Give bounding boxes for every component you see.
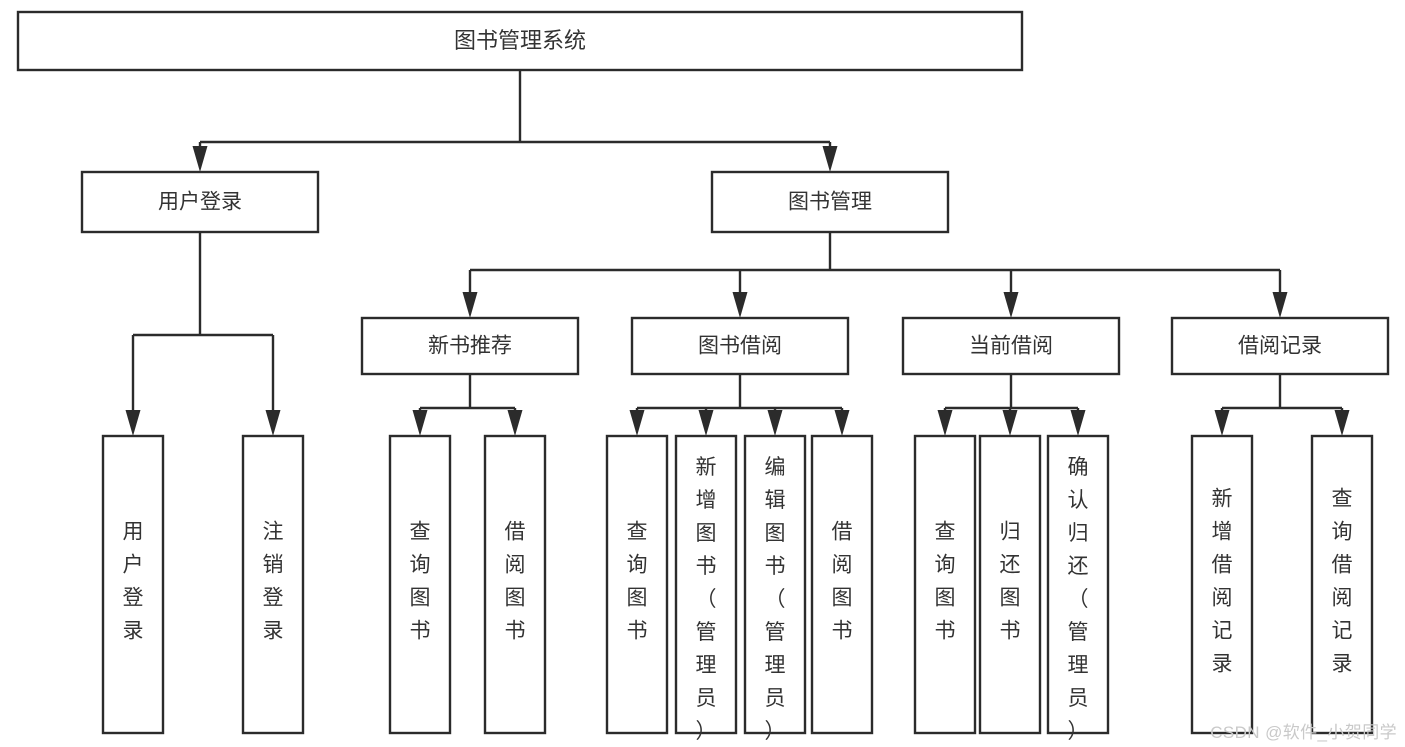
- arrow-head-icon: [1002, 410, 1018, 436]
- arrow-head-icon: [732, 292, 748, 318]
- arrow-head-icon: [1070, 410, 1086, 436]
- arrow-head-icon: [412, 410, 428, 436]
- leaf-g2-1-box[interactable]: [978, 434, 1042, 735]
- node-boxes-layer: 用户登录注销登录查询图书借阅图书查询图书新增图书（管理员）编辑图书（管理员）借阅…: [16, 10, 1390, 743]
- node-group-3-box[interactable]: [1170, 316, 1390, 376]
- leaf-g2-0-box[interactable]: [913, 434, 977, 735]
- root-node-box[interactable]: [16, 10, 1024, 72]
- leaf-user-login-1-label: 注销登录: [263, 521, 284, 643]
- node-group-1-box[interactable]: [630, 316, 850, 376]
- leaf-g2-0-label: 查询图书: [935, 521, 956, 643]
- arrow-head-icon: [698, 410, 714, 436]
- node-group-0-label: 新书推荐: [428, 335, 512, 358]
- leaf-user-login-0-box[interactable]: [101, 434, 165, 735]
- node-user-login-box[interactable]: [80, 170, 320, 234]
- node-group-0-box[interactable]: [360, 316, 580, 376]
- leaf-g0-1-label: 借阅图书: [505, 521, 526, 643]
- leaf-g1-3-label: 借阅图书: [832, 521, 853, 643]
- leaf-g2-1-label: 归还图书: [1000, 521, 1021, 643]
- arrow-head-icon: [834, 410, 850, 436]
- arrow-head-icon: [462, 292, 478, 318]
- arrow-head-icon: [125, 410, 141, 436]
- node-group-2-label: 当前借阅: [969, 335, 1053, 358]
- arrow-head-icon: [1214, 410, 1230, 436]
- node-group-1-label: 图书借阅: [698, 335, 782, 358]
- leaf-g2-2-box[interactable]: [1046, 434, 1110, 735]
- node-group-3-label: 借阅记录: [1238, 335, 1322, 358]
- node-group-2-box[interactable]: [901, 316, 1121, 376]
- leaf-user-login-1-box[interactable]: [241, 434, 305, 735]
- leaf-g1-2-label: 编辑图书（管理员）: [765, 456, 786, 743]
- leaf-g3-0-box[interactable]: [1190, 434, 1254, 735]
- leaf-user-login-0-label: 用户登录: [123, 521, 144, 643]
- arrow-head-icon: [937, 410, 953, 436]
- node-book-management-label: 图书管理: [788, 191, 872, 214]
- leaf-g3-1-label: 查询借阅记录: [1332, 488, 1353, 676]
- leaf-g1-1-label: 新增图书（管理员）: [696, 456, 717, 743]
- node-book-management-box[interactable]: [710, 170, 950, 234]
- leaf-g1-3-box[interactable]: [810, 434, 874, 735]
- arrow-head-icon: [1272, 292, 1288, 318]
- leaf-g1-0-box[interactable]: [605, 434, 669, 735]
- arrow-head-icon: [822, 146, 838, 172]
- leaf-g1-1-box[interactable]: [674, 434, 738, 735]
- arrow-head-icon: [767, 410, 783, 436]
- leaf-g0-0-label: 查询图书: [410, 521, 431, 643]
- arrow-head-icon: [1334, 410, 1350, 436]
- node-user-login-label: 用户登录: [158, 191, 242, 214]
- arrow-head-icon: [629, 410, 645, 436]
- leaf-g1-0-label: 查询图书: [627, 521, 648, 643]
- leaf-g2-2-label: 确认归还（管理员）: [1068, 456, 1089, 743]
- root-node-label: 图书管理系统: [454, 28, 586, 53]
- connector-lines-layer: [125, 70, 1350, 436]
- leaf-g3-0-label: 新增借阅记录: [1212, 488, 1233, 676]
- leaf-g1-2-box[interactable]: [743, 434, 807, 735]
- leaf-g0-0-box[interactable]: [388, 434, 452, 735]
- arrow-head-icon: [192, 146, 208, 172]
- csdn-watermark: CSDN @软件_小贺同学: [1210, 723, 1397, 742]
- arrow-head-icon: [1003, 292, 1019, 318]
- arrow-head-icon: [507, 410, 523, 436]
- leaf-g3-1-box[interactable]: [1310, 434, 1374, 735]
- arrow-head-icon: [265, 410, 281, 436]
- leaf-g0-1-box[interactable]: [483, 434, 547, 735]
